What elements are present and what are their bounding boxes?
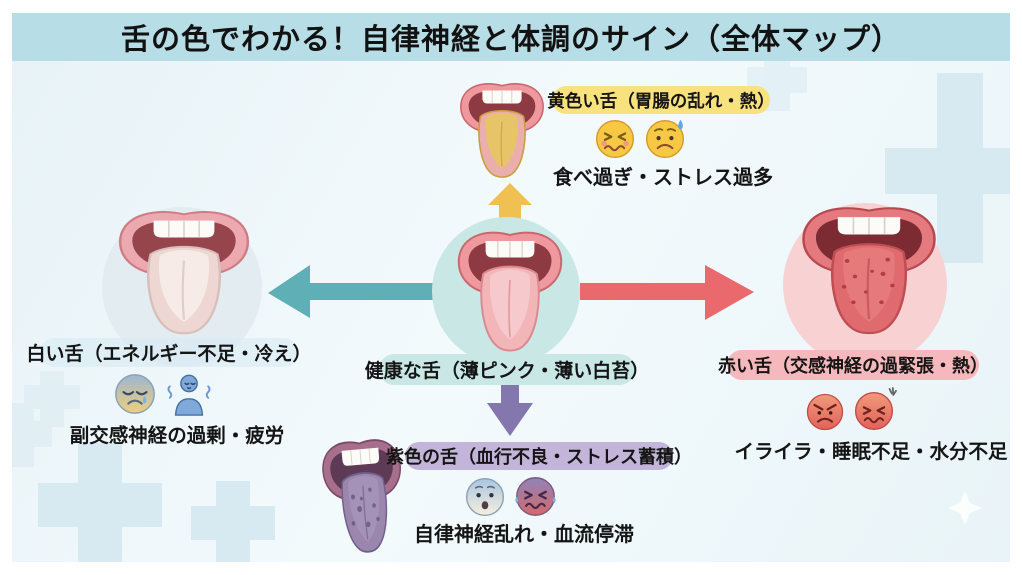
purple-tongue-caption: 自律神経乱れ・血流停滞 [414, 522, 634, 546]
white-tongue-illustration [118, 210, 250, 335]
shivering-person-icon [167, 374, 211, 416]
distressed-face-icon [515, 477, 556, 516]
purple-section-emojis [463, 474, 558, 519]
angry-face-icon [806, 393, 844, 431]
background-cross-decorations [12, 51, 1010, 562]
purple-tongue-label: 紫色の舌（血行不良・ストレス蓄積） [386, 442, 692, 470]
infographic-panel: 舌の色でわかる！自律神経と体調のサイン（全体マップ） 黄色い舌（胃腸の乱れ・熱）… [12, 13, 1010, 562]
page-title: 舌の色でわかる！自律神経と体調のサイン（全体マップ） [12, 13, 1010, 61]
arrow-right [580, 265, 754, 320]
red-tongue-spots [841, 257, 895, 305]
red-tongue-illustration [802, 206, 936, 335]
angry-burst-face-icon [854, 387, 897, 431]
purple-tongue-spots [350, 487, 380, 528]
red-section-emojis [804, 387, 897, 433]
red-tongue-label: 赤い舌（交感神経の過緊張・熱） [718, 350, 988, 380]
yellow-section-emojis [593, 117, 687, 161]
arrow-left [268, 265, 445, 318]
red-tongue-caption: イライラ・睡眠不足・水分不足 [734, 440, 1008, 463]
arrow-down [487, 385, 533, 436]
healthy-tongue-illustration [457, 231, 563, 352]
white-section-emojis [112, 371, 214, 417]
tired-face-icon [115, 374, 155, 414]
healthy-tongue-label: 健康な舌（薄ピンク・薄い白苔） [365, 354, 649, 385]
worried-sweat-face-icon [645, 119, 685, 159]
sparkle-icon [948, 491, 982, 525]
nauseated-face-icon [595, 119, 635, 159]
yellow-tongue-label: 黄色い舌（胃腸の乱れ・熱） [547, 86, 775, 114]
yellow-tongue-caption: 食べ過ぎ・ストレス過多 [553, 165, 773, 189]
anxious-face-icon [465, 477, 505, 517]
white-tongue-label: 白い舌（エネルギー不足・冷え） [27, 338, 312, 367]
white-tongue-caption: 副交感神経の過剰・疲労 [69, 424, 285, 447]
purple-tongue-illustration [319, 437, 409, 557]
